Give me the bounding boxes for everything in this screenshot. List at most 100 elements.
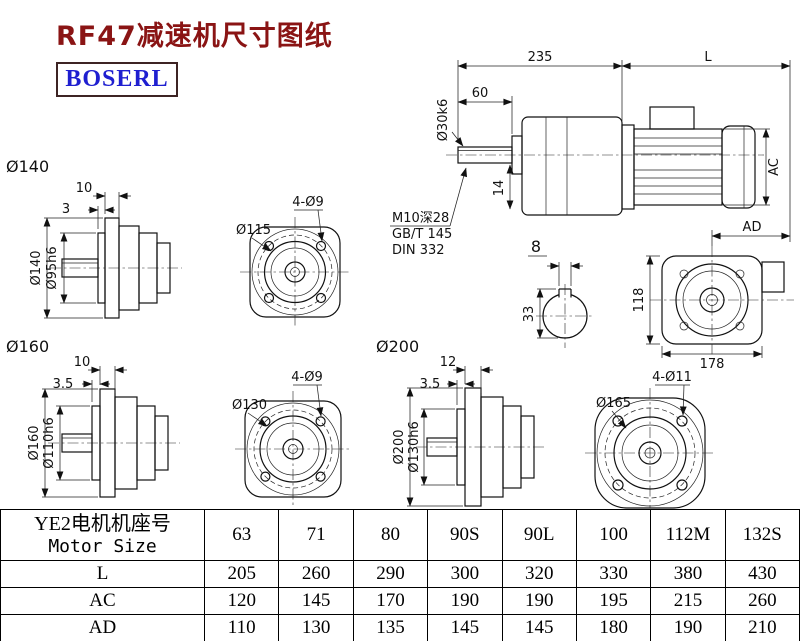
table-cell: 180 [575,614,652,641]
dim-60-label: 60 [472,86,489,101]
dim-118: 118 [632,255,660,345]
shaft-dia-label: Ø30k6 [436,99,451,142]
dim-L: L [621,50,791,242]
flange200-front-labels: 4-Ø11 Ø165 [596,370,692,429]
dim-key-height: 33 [522,288,558,339]
flange140-lip-label: 3 [62,202,70,217]
motor-rear-view [650,246,794,356]
flange160-section-label: Ø160 [6,337,49,356]
tap-std1-label: GB/T 145 [392,227,452,242]
motor-size-header: YE2电机机座号 Motor Size [0,509,205,561]
dim-178: 178 [661,346,763,372]
flange200-dims: 12 3.5 Ø200 Ø130h6 [392,355,493,507]
motor-size-cell: 90S [427,509,503,561]
dim-235-label: 235 [528,50,553,65]
flange140-bc-label: Ø115 [236,223,271,238]
flange200-lip-label: 3.5 [420,377,441,392]
row-label: AC [0,587,205,615]
flange140-od-label: Ø140 [29,250,44,285]
flange160-dims: 10 3.5 Ø160 Ø110h6 [27,355,127,498]
key-width-label: 8 [531,237,541,256]
flange160-spigot-label: Ø110h6 [42,417,57,469]
table-cell: 215 [650,587,726,615]
motor-body [633,128,723,206]
key-height-label: 33 [522,306,537,323]
table-cell: 330 [575,560,652,588]
fan-cowl [721,125,756,209]
flange140-front-view [240,217,350,327]
dim-L-label: L [704,50,712,65]
dim-AC-label: AC [767,158,782,176]
flange160-side-view [48,388,180,498]
dim-14: 14 [492,164,514,210]
gear-housing [521,116,623,216]
flange140-holes-label: 4-Ø9 [292,195,323,210]
motor-size-cell: 80 [352,509,429,561]
flange160-front-labels: 4-Ø9 Ø130 [232,370,324,427]
table-cell: 380 [650,560,726,588]
table-cell: 190 [427,587,503,615]
table-cell: 110 [203,614,280,641]
flange140-section-label: Ø140 [6,157,49,176]
flange200-bc-label: Ø165 [596,396,631,411]
table-cell: 145 [427,614,503,641]
row-label: AD [0,614,205,641]
tap-annotation: M10深28 GB/T 145 DIN 332 [390,167,468,258]
table-cell: 300 [427,560,503,588]
tap-std2-label: DIN 332 [392,243,445,258]
technical-drawing: 235 L 60 Ø30k6 AC 14 M10深28 GB/T 14 [6,50,794,509]
table-cell: 190 [650,614,726,641]
table-cell: 260 [724,587,800,615]
flange140-front-labels: 4-Ø9 Ø115 [236,195,325,252]
table-row-motor-size: YE2电机机座号 Motor Size 63 71 80 90S 90L 100… [0,509,800,561]
flange140-side-view [50,217,182,319]
flange140-dims: 10 3 Ø140 Ø95h6 [29,181,131,319]
terminal-box [649,106,695,130]
table-cell: 430 [724,560,800,588]
motor-size-label-cn: YE2电机机座号 [34,513,171,535]
terminal-box-rear [761,261,785,293]
dim-14-label: 14 [492,180,507,197]
tap-spec-label: M10深28 [392,211,449,226]
flange200-od-label: Ø200 [392,429,407,464]
flange160-bc-label: Ø130 [232,398,267,413]
dim-60: 60 [457,86,513,134]
flange200-thickness-label: 12 [440,355,457,370]
gearmotor-side-view [446,106,764,216]
table-cell: 190 [501,587,577,615]
table-cell: 145 [501,614,577,641]
table-cell: 290 [352,560,429,588]
flange160-holes-label: 4-Ø9 [291,370,322,385]
brand-logo: BOSERL [56,62,178,97]
table-cell: 135 [352,614,429,641]
motor-size-cell: 71 [278,509,354,561]
dim-AC: AC [724,128,782,206]
motor-size-cell: 90L [501,509,577,561]
flange160-front-view [235,391,351,507]
row-label: L [0,560,205,588]
table-row-AD: AD 110 130 135 145 145 180 190 210 [0,614,800,641]
dim-key-width: 8 [528,237,583,286]
flange200-side-view [416,387,545,507]
flange200-front-view [585,388,715,509]
shaft-section-view [536,284,594,348]
brand-logo-text: BOSERL [65,66,169,92]
dim-shaft-dia: Ø30k6 [436,99,464,147]
motor-size-cell: 112M [650,509,726,561]
dim-AD-label: AD [743,220,762,235]
flange200-spigot-label: Ø130h6 [407,421,422,473]
dim-118-label: 118 [632,288,647,313]
dim-178-label: 178 [700,357,725,372]
table-row-AC: AC 120 145 170 190 190 195 215 260 [0,587,800,615]
flange160-lip-label: 3.5 [53,377,74,392]
table-cell: 170 [352,587,429,615]
dimension-table: YE2电机机座号 Motor Size 63 71 80 90S 90L 100… [0,509,800,641]
table-row-L: L 205 260 290 300 320 330 380 430 [0,560,800,588]
flange160-thickness-label: 10 [74,355,91,370]
flange160-od-label: Ø160 [27,425,42,460]
motor-size-label-en: Motor Size [48,536,157,557]
motor-size-cell: 132S [724,509,800,561]
flange200-holes-label: 4-Ø11 [652,370,692,385]
flange140-thickness-label: 10 [76,181,93,196]
